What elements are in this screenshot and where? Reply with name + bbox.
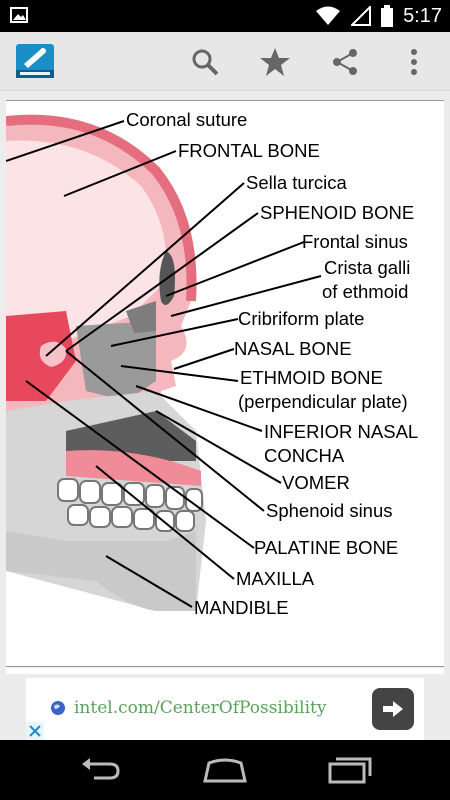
ad-close-button[interactable]: [26, 722, 44, 740]
label-vomer: VOMER: [282, 472, 350, 493]
content-divider: [6, 668, 444, 674]
label-maxilla: MAXILLA: [236, 568, 315, 589]
search-icon: [192, 49, 219, 76]
dictionary-app-icon[interactable]: [14, 40, 56, 82]
label-nasal-bone: NASAL BONE: [234, 338, 352, 359]
label-sphenoid-sinus: Sphenoid sinus: [266, 500, 393, 521]
back-icon: [82, 758, 120, 780]
label-perpendicular-plate: (perpendicular plate): [238, 391, 408, 412]
label-mandible: MANDIBLE: [194, 597, 289, 618]
label-frontal-bone: FRONTAL BONE: [178, 140, 320, 161]
status-bar: 5:17: [0, 0, 450, 32]
close-icon: [29, 725, 41, 737]
skull-illustration: [6, 114, 322, 611]
wifi-icon: [316, 6, 341, 25]
label-concha: CONCHA: [264, 445, 345, 466]
signal-icon: [351, 6, 372, 26]
overflow-menu-icon: [411, 49, 417, 75]
share-button[interactable]: [325, 42, 365, 82]
label-cribriform-plate: Cribriform plate: [238, 308, 365, 329]
overflow-menu-button[interactable]: [394, 42, 434, 82]
label-frontal-sinus: Frontal sinus: [302, 231, 408, 252]
ad-url[interactable]: intel.com/CenterOfPossibility: [74, 698, 327, 718]
globe-icon: [51, 701, 65, 715]
recents-icon: [328, 757, 372, 784]
action-bar: [0, 32, 450, 91]
share-icon: [333, 49, 357, 75]
status-time: 5:17: [403, 4, 442, 27]
label-crista-galli: Crista galli: [324, 257, 411, 278]
label-ethmoid-bone: ETHMOID BONE: [240, 367, 383, 388]
label-coronal-suture: Coronal suture: [126, 109, 248, 130]
skull-diagram: Coronal suture FRONTAL BONE Sella turcic…: [6, 100, 444, 667]
home-button[interactable]: [195, 750, 255, 790]
label-sphenoid-bone: SPHENOID BONE: [260, 202, 415, 223]
back-button[interactable]: [70, 750, 130, 790]
label-inferior-nasal: INFERIOR NASAL: [264, 421, 419, 442]
gallery-notification-icon: [10, 7, 28, 23]
favorite-button[interactable]: [255, 42, 295, 82]
arrow-right-icon: [383, 701, 403, 717]
navigation-bar: [0, 740, 450, 800]
label-of-ethmoid: of ethmoid: [322, 281, 409, 302]
battery-icon: [381, 5, 394, 27]
recents-button[interactable]: [320, 750, 380, 790]
home-icon: [203, 758, 247, 783]
star-icon: [260, 48, 290, 76]
label-palatine-bone: PALATINE BONE: [254, 537, 399, 558]
ad-go-button[interactable]: [372, 688, 414, 730]
label-sella-turcica: Sella turcica: [246, 172, 347, 193]
ad-banner[interactable]: intel.com/CenterOfPossibility: [26, 678, 424, 740]
search-button[interactable]: [185, 42, 225, 82]
